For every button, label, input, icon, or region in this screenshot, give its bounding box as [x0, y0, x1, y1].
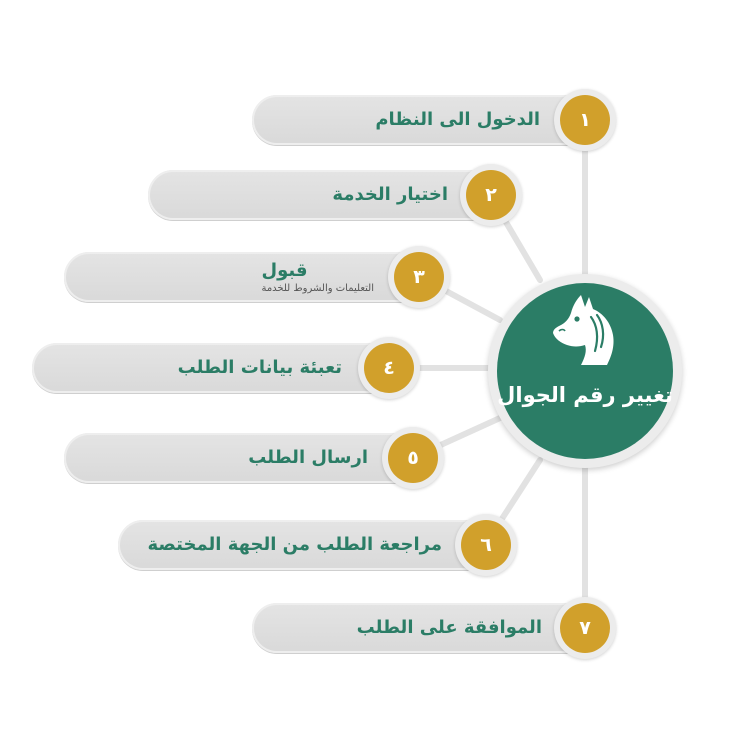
step-7-number: ٧: [560, 603, 610, 653]
step-6-text: مراجعة الطلب من الجهة المختصة: [147, 520, 442, 570]
step-2-badge: ٢: [460, 164, 522, 226]
step-4-text: تعبئة بيانات الطلب: [178, 343, 342, 393]
step-5-pill: ارسال الطلب: [64, 433, 440, 483]
step-7-pill: الموافقة على الطلب: [252, 603, 614, 653]
hub-circle: تغيير رقم الجوال: [488, 274, 682, 468]
hub-title: تغيير رقم الجوال: [497, 383, 673, 407]
step-6-badge: ٦: [455, 514, 517, 576]
step-3-pill: قبول التعليمات والشروط للخدمة: [64, 252, 448, 302]
step-7-label: الموافقة على الطلب: [356, 617, 542, 638]
step-1-label: الدخول الى النظام: [375, 109, 540, 130]
step-2-label: اختيار الخدمة: [332, 184, 448, 205]
step-3-badge: ٣: [388, 246, 450, 308]
step-4-number: ٤: [364, 343, 414, 393]
step-6-number: ٦: [461, 520, 511, 570]
step-3-label: قبول: [261, 259, 308, 281]
step-3-text: قبول التعليمات والشروط للخدمة: [261, 252, 374, 302]
step-6-pill: مراجعة الطلب من الجهة المختصة: [118, 520, 514, 570]
step-1-text: الدخول الى النظام: [375, 95, 540, 145]
step-1-number: ١: [560, 95, 610, 145]
step-3-sublabel: التعليمات والشروط للخدمة: [261, 282, 374, 294]
step-2-pill: اختيار الخدمة: [148, 170, 520, 220]
step-4-pill: تعبئة بيانات الطلب: [32, 343, 416, 393]
step-5-label: ارسال الطلب: [248, 447, 368, 468]
step-7-badge: ٧: [554, 597, 616, 659]
step-2-number: ٢: [466, 170, 516, 220]
step-6-label: مراجعة الطلب من الجهة المختصة: [147, 534, 442, 555]
step-1-badge: ١: [554, 89, 616, 151]
step-1-pill: الدخول الى النظام: [252, 95, 612, 145]
step-5-number: ٥: [388, 433, 438, 483]
step-4-label: تعبئة بيانات الطلب: [177, 357, 342, 378]
step-2-text: اختيار الخدمة: [332, 170, 448, 220]
step-4-badge: ٤: [358, 337, 420, 399]
step-5-badge: ٥: [382, 427, 444, 489]
step-7-text: الموافقة على الطلب: [357, 603, 542, 653]
step-3-number: ٣: [394, 252, 444, 302]
horse-head-icon: [553, 295, 614, 365]
step-5-text: ارسال الطلب: [248, 433, 368, 483]
hub-inner-circle: تغيير رقم الجوال: [497, 283, 673, 459]
